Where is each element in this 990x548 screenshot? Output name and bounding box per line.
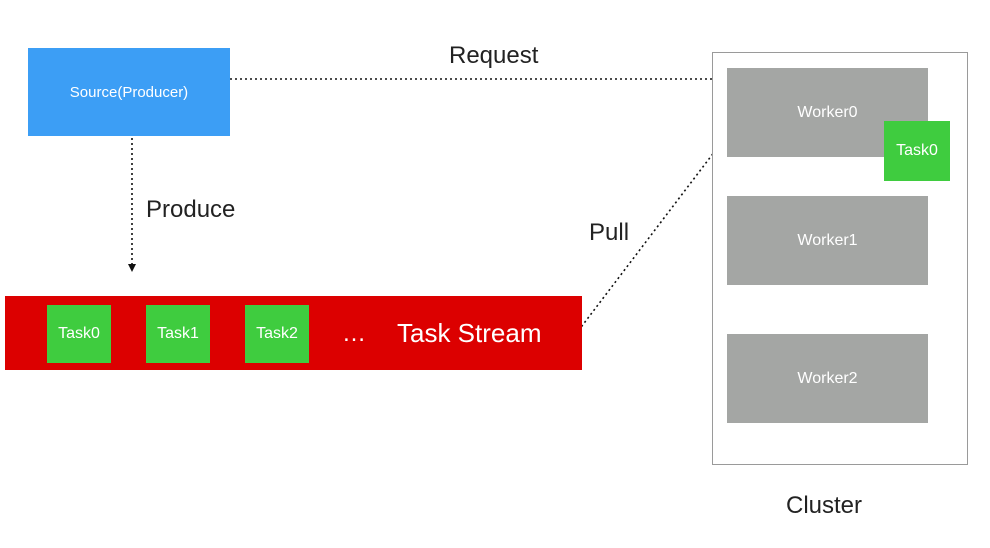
request-label: Request <box>449 42 539 69</box>
source-producer-box: Source(Producer) <box>28 48 230 136</box>
pull-label: Pull <box>589 219 630 246</box>
worker-2: Worker2 <box>727 334 928 423</box>
task-stream-label: Task Stream <box>397 318 542 348</box>
stream-task-label: Task2 <box>256 325 298 342</box>
worker-label: Worker0 <box>797 103 858 121</box>
worker-label: Worker2 <box>797 369 858 387</box>
assigned-task-box: Task0 <box>884 121 950 181</box>
cluster-label: Cluster <box>786 492 863 519</box>
stream-task-1: Task1 <box>146 305 210 363</box>
source-label: Source(Producer) <box>69 83 189 101</box>
stream-task-label: Task1 <box>157 325 199 342</box>
stream-task-label: Task0 <box>58 325 100 342</box>
worker-1: Worker1 <box>727 196 928 285</box>
pull-arrow <box>567 125 735 345</box>
stream-task-2: Task2 <box>245 305 309 363</box>
worker-label: Worker1 <box>797 231 858 249</box>
stream-ellipsis: … <box>342 320 368 347</box>
assigned-task-label: Task0 <box>896 142 938 159</box>
produce-label: Produce <box>146 196 236 223</box>
stream-task-0: Task0 <box>47 305 111 363</box>
